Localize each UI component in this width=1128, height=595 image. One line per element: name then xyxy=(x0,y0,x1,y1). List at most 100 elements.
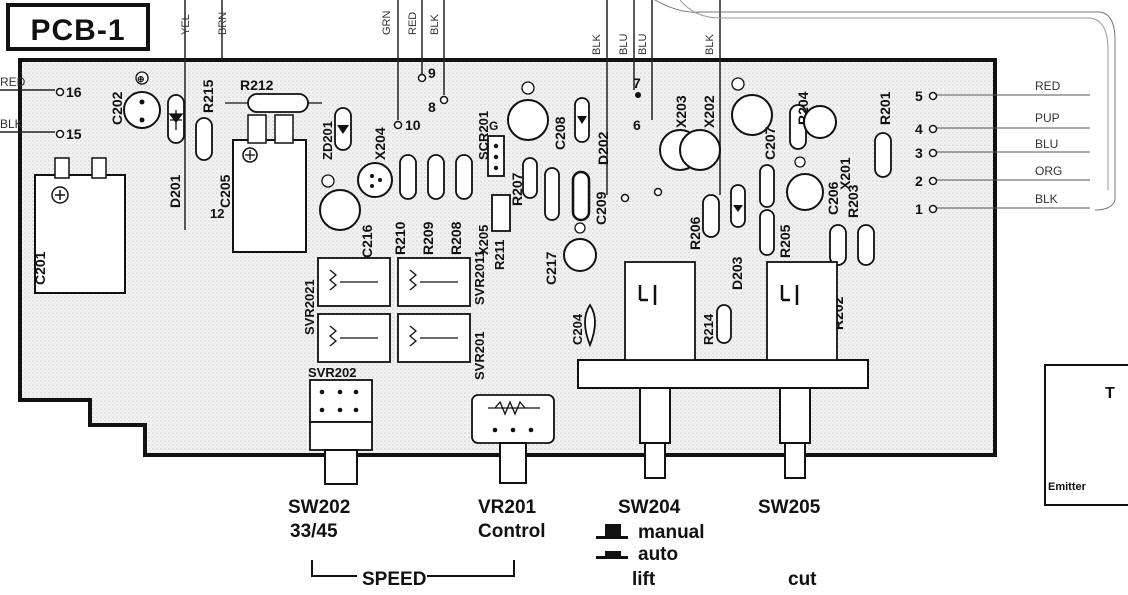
resistor-r212: R212 xyxy=(225,77,322,113)
wire-color: RED xyxy=(1035,79,1061,93)
control-value: auto xyxy=(638,544,678,565)
resistor-r204-group: R204 X201 R201 xyxy=(789,91,893,190)
wire-color: ORG xyxy=(1035,164,1062,178)
capacitor-c202: ⊕ C202 xyxy=(109,71,161,129)
wire-label: BLU xyxy=(637,34,649,55)
wire-color: BLU xyxy=(1035,137,1058,151)
test-point: 7 xyxy=(633,75,641,91)
diode-zd201: ZD201 xyxy=(320,107,352,160)
wire-label: BLK xyxy=(429,14,441,35)
component-label: R215 xyxy=(200,79,216,113)
control-value: cut xyxy=(788,569,817,590)
component-label: ZD201 xyxy=(320,121,335,160)
component-label: X201 xyxy=(837,157,853,190)
wire-label: BLK xyxy=(591,34,603,55)
control-id: SW204 xyxy=(618,497,681,518)
inset-letter: T xyxy=(1105,385,1115,402)
auto-icon xyxy=(605,551,621,556)
control-value: manual xyxy=(638,522,705,543)
component-label: X202 xyxy=(701,95,717,128)
capacitor-c201: C201 xyxy=(32,157,126,294)
transistor-x205: X205 R211 xyxy=(476,194,511,270)
pin-number: 1 xyxy=(915,201,923,217)
component-label: SVR201 xyxy=(472,332,487,380)
pin-number: 5 xyxy=(915,88,923,104)
manual-icon xyxy=(605,524,621,536)
transistor-x204: X204 xyxy=(357,127,393,198)
component-label: C207 xyxy=(762,126,778,160)
svg-text:⊕: ⊕ xyxy=(137,74,145,84)
control-value: lift xyxy=(632,569,656,590)
component-label: D201 xyxy=(167,174,183,208)
wire-label: RED xyxy=(0,75,26,89)
test-point: 10 xyxy=(405,117,421,133)
component-label: C208 xyxy=(552,116,568,150)
left-connector: RED BLK 16 15 xyxy=(0,75,82,142)
control-value: Control xyxy=(478,521,546,542)
inset-text: Emitter xyxy=(1048,481,1087,493)
component-label: SVR2021 xyxy=(302,279,317,335)
component-label: R209 xyxy=(420,221,436,255)
component-label: R210 xyxy=(392,221,408,255)
wire-color: PUP xyxy=(1035,111,1060,125)
inset-box: T Emitter xyxy=(1044,364,1128,506)
component-label: R207 xyxy=(509,172,525,206)
test-point: 9 xyxy=(428,65,436,81)
wire-label: RED xyxy=(407,12,419,35)
control-labels: SW202 33/45 VR201 Control SW204 manual a… xyxy=(288,497,821,590)
control-id: SW202 xyxy=(288,497,350,518)
switch-sw202: SVR202 xyxy=(308,365,373,485)
resistor-group: R210 R209 R208 xyxy=(392,154,473,255)
control-vr201 xyxy=(471,394,555,484)
scr-scr201: SCR201 G xyxy=(476,111,505,177)
pin-number: 16 xyxy=(66,84,82,100)
capacitor-c205: C205 12 xyxy=(210,114,307,253)
component-label: SCR201 xyxy=(476,111,491,160)
component-label: C202 xyxy=(109,91,125,125)
component-label: R208 xyxy=(448,221,464,255)
test-point: 6 xyxy=(633,117,641,133)
control-id: VR201 xyxy=(478,497,537,518)
transistor-x203-x202: X203 X202 xyxy=(659,95,721,171)
test-point: 8 xyxy=(428,99,436,115)
component-label: R206 xyxy=(687,216,703,250)
resistor-r215: R215 xyxy=(195,79,216,161)
pin-number: 15 xyxy=(66,126,82,142)
wire-label: BRN xyxy=(217,12,229,35)
group-label: SPEED xyxy=(362,569,426,590)
test-points-mid: 7 6 xyxy=(620,75,663,203)
wire-label: BLU xyxy=(618,34,630,55)
pin-number: 2 xyxy=(915,173,923,189)
capacitor-round-right xyxy=(731,77,773,136)
top-wires xyxy=(184,0,1116,230)
right-connector: 5 4 3 2 1 RED PUP BLU ORG BLK xyxy=(915,79,1090,217)
component-label: X204 xyxy=(372,127,388,160)
pin-number: 3 xyxy=(915,145,923,161)
test-point: G xyxy=(489,119,498,133)
board-title-box xyxy=(6,3,150,51)
capacitor-c207-c206: C207 C206 R203 xyxy=(759,126,861,218)
component-label: SVR2011 xyxy=(472,250,487,305)
component-label: C206 xyxy=(825,181,841,215)
control-id: SW205 xyxy=(758,497,821,518)
component-label: D203 xyxy=(729,256,745,290)
component-label: D202 xyxy=(595,131,611,165)
component-label: R212 xyxy=(240,77,274,93)
pin-number: 4 xyxy=(915,121,923,137)
component-label: C201 xyxy=(32,251,48,285)
component-label: C216 xyxy=(359,224,375,258)
switch-bar: C204 R214 xyxy=(570,261,869,479)
resistor-r206-group: R206 D203 R205 xyxy=(687,184,793,290)
component-label: C209 xyxy=(593,191,609,225)
wire-color: BLK xyxy=(1035,192,1058,206)
component-label: X205 xyxy=(476,225,491,255)
diode-d201: D201 xyxy=(167,94,185,208)
test-point: 12 xyxy=(210,206,224,221)
wire-label: YEL xyxy=(180,14,192,35)
component-label: R203 xyxy=(845,184,861,218)
wire-label: GRN xyxy=(381,11,393,36)
capacitor-c208-group: C208 R207 D202 C209 C217 xyxy=(507,81,611,285)
component-label: X203 xyxy=(673,95,689,128)
component-label: R201 xyxy=(877,91,893,125)
component-label: R211 xyxy=(492,240,507,270)
